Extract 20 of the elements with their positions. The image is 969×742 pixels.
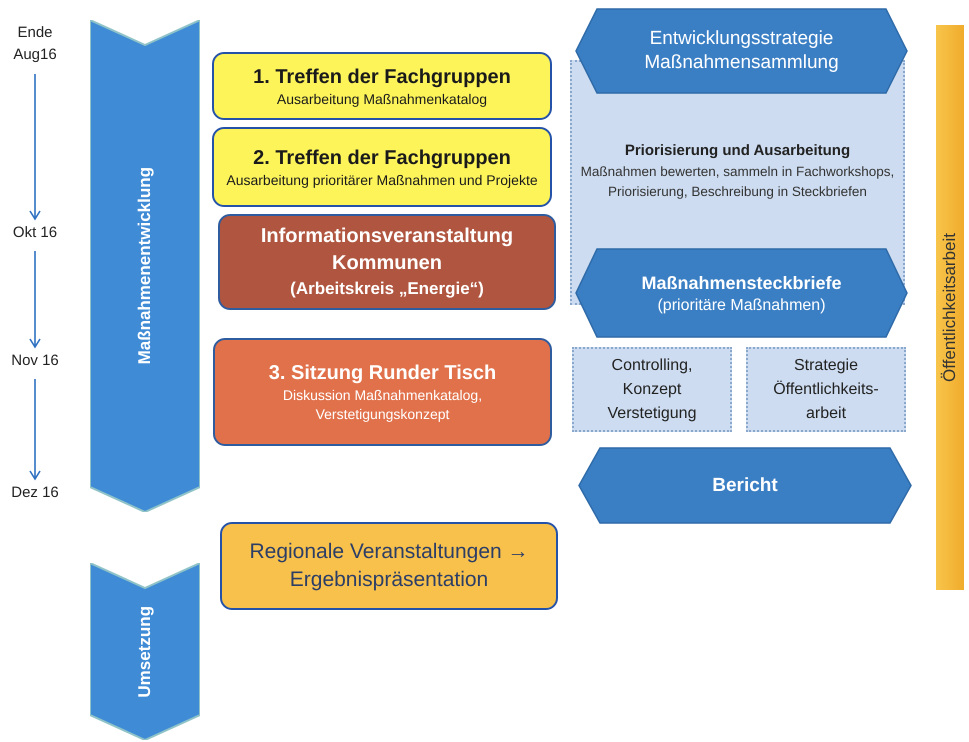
vertical-bar: Öffentlichkeitsarbeit — [936, 25, 964, 590]
hexagon-banner: Bericht — [578, 447, 912, 524]
timeline-arrow — [29, 251, 41, 348]
chevron-arrow: Umsetzung — [90, 563, 200, 740]
date-label: Dez 16 — [0, 481, 70, 505]
timeline-arrow — [29, 379, 41, 480]
date-label: Okt 16 — [0, 221, 70, 245]
event-box: 1. Treffen der Fachgruppen Ausarbeitung Maßnahmenkatalog — [212, 52, 552, 120]
event-box: 2. Treffen der Fachgruppen Ausarbeitung prioritärer Maßnahmen und Projekte — [212, 127, 552, 207]
timeline-arrow — [29, 74, 41, 220]
dotted-box: Strategie Öffentlichkeits- arbeit — [746, 347, 906, 432]
date-label: Ende Aug16 — [0, 20, 70, 68]
event-box: Regionale Veranstaltungen → Ergebnispräsentation — [220, 522, 558, 610]
event-box: Informationsveranstaltung Kommunen (Arbeitskreis „Energie“) — [218, 214, 556, 310]
hexagon-banner: Entwicklungsstrategie Maßnahmensammlung — [575, 8, 908, 94]
date-label: Nov 16 — [0, 349, 70, 373]
dotted-box: Controlling, Konzept Verstetigung — [572, 347, 732, 432]
event-box: 3. Sitzung Runder Tisch Diskussion Maßnahmenkatalog, Verstetigungskonzept — [213, 338, 552, 446]
chevron-arrow: Maßnahmenentwicklung — [90, 20, 200, 512]
hexagon-banner: Maßnahmensteckbriefe (prioritäre Maßnahmen) — [575, 248, 908, 338]
